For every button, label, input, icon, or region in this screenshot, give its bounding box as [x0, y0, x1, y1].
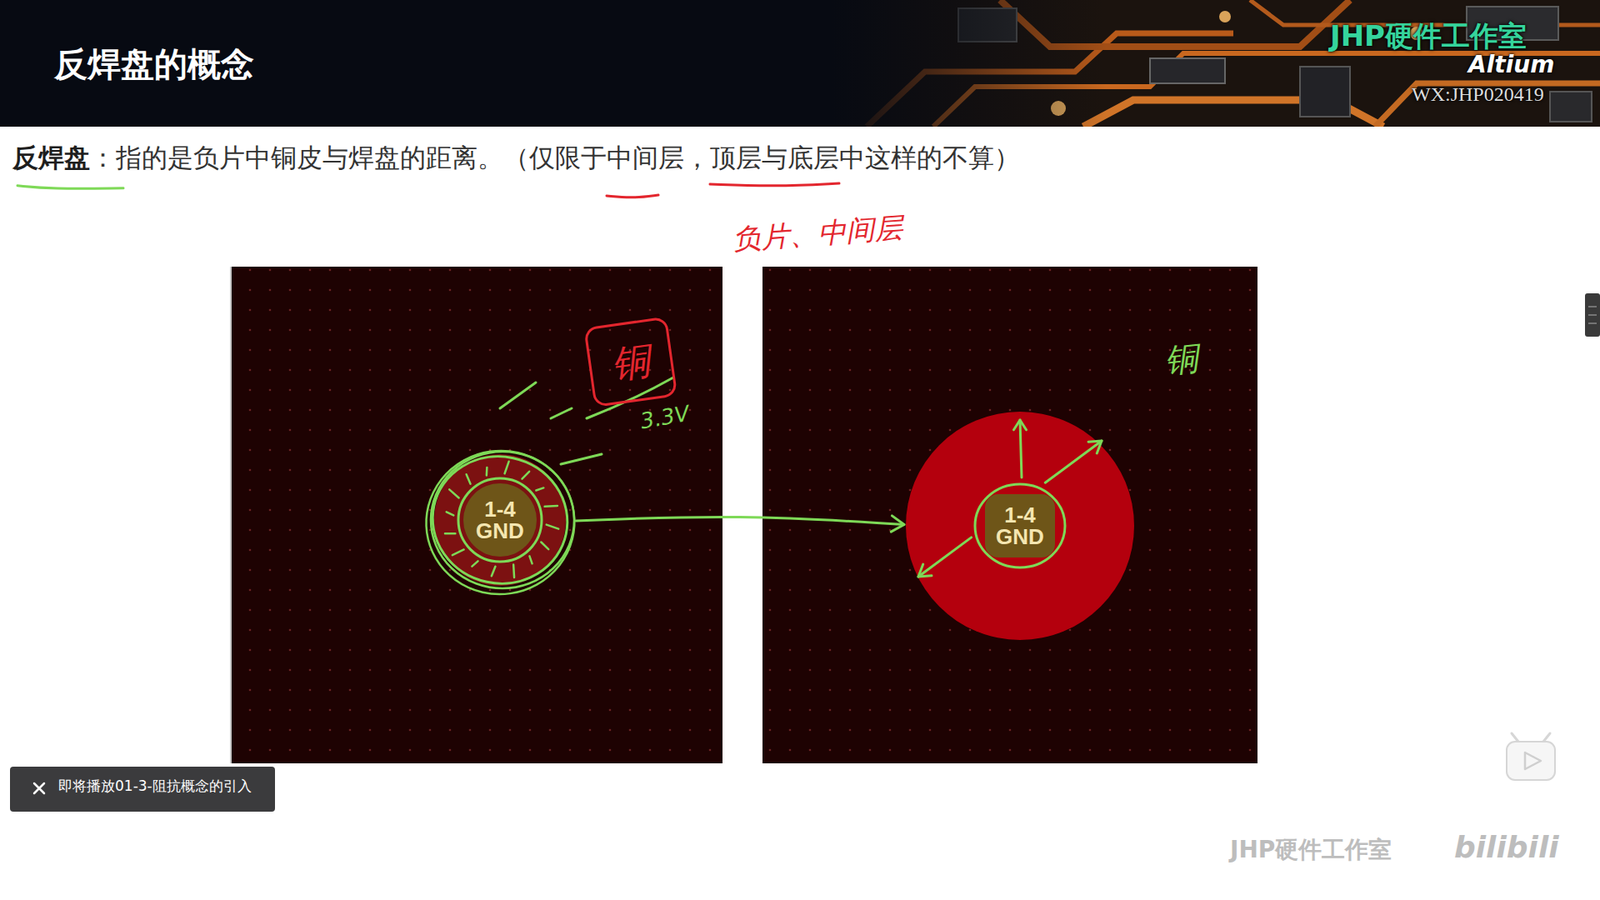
handwritten-hatch	[449, 489, 459, 498]
pcb-photo	[1219, 10, 1231, 23]
copper-plane	[905, 411, 1135, 640]
handwritten-hatch	[512, 565, 515, 578]
popup-bar	[10, 766, 275, 812]
handwritten-hatch	[485, 467, 489, 475]
handwritten-voltage: 3.3V	[638, 400, 692, 435]
play-icon	[1506, 741, 1555, 780]
handwritten-hatch	[546, 525, 559, 530]
pcb-photo	[1550, 91, 1592, 122]
watermark: bilibili	[1454, 828, 1560, 866]
handwritten-strokes	[560, 454, 602, 465]
handwritten-hatch	[466, 474, 471, 484]
pcb-photo	[1300, 66, 1350, 117]
pcb-photo	[831, 0, 1600, 127]
handwritten-arrow-head	[1088, 440, 1102, 454]
pcb-panel-right	[762, 266, 1258, 764]
pad-copper	[463, 483, 537, 557]
watermark: JHP硬件工作室	[1230, 835, 1392, 865]
pad-with-antipad: 1-4GND	[429, 449, 571, 591]
handwritten-strokes	[550, 408, 572, 419]
handwritten-underline	[17, 185, 124, 189]
play-icon	[1511, 733, 1550, 742]
scroll-handle	[1588, 306, 1597, 324]
pad-in-copper: 1-4GND	[905, 411, 1135, 640]
definition-text: ：指的是负片中铜皮与焊盘的距离。（仅限于中间层，顶层与底层中这样的不算）	[90, 141, 1020, 175]
pad-label: 1-4GND	[475, 498, 525, 542]
handwritten-hatch	[529, 555, 532, 564]
pcb-panel-right	[762, 266, 1258, 764]
handwritten-ring	[458, 478, 542, 562]
handwritten-underline	[606, 195, 659, 198]
scroll-handle	[1585, 293, 1600, 337]
handwritten-ring	[420, 444, 580, 596]
handwritten-note: 铜	[1162, 336, 1200, 382]
handwritten-underline	[710, 183, 840, 186]
slide-title: 反焊盘的概念	[54, 43, 255, 85]
handwritten-arrow-head	[1013, 420, 1026, 430]
popup-text: 即将播放01-3-阻抗概念的引入	[58, 777, 252, 795]
pad-text: GND	[995, 525, 1045, 548]
handwritten-arrow	[575, 515, 905, 532]
popup-bar	[10, 766, 275, 812]
handwritten-hatch	[491, 566, 496, 577]
handwritten-ring	[975, 484, 1065, 568]
pcb-panel-left	[230, 266, 723, 764]
handwritten-arrow	[1020, 420, 1022, 478]
pcb-photo	[831, 0, 1107, 127]
header-bar	[0, 0, 1600, 127]
pcb-panel-left	[230, 266, 723, 764]
play-icon	[1525, 752, 1541, 770]
pcb-panel-left	[230, 266, 723, 764]
term-heading: 反焊盘	[12, 141, 90, 175]
handwritten-ring	[416, 440, 584, 604]
handwritten-arrow-head	[890, 515, 905, 532]
header-bar	[0, 0, 1600, 127]
handwritten-hatch	[471, 560, 478, 566]
handwritten-arrow-head	[918, 564, 932, 577]
handwritten-arrow	[918, 537, 972, 577]
pad-label: 1-4GND	[995, 504, 1045, 548]
pad-copper	[985, 494, 1055, 558]
handwritten-note: 铜	[608, 336, 654, 390]
contact-text: WX:JHP020419	[1411, 81, 1545, 107]
handwritten-note: 负片、中间层	[731, 210, 904, 258]
logo-text: JHP硬件工作室	[1330, 18, 1527, 55]
handwritten-arrow-line	[575, 516, 905, 525]
pcb-panel-right	[762, 266, 1258, 764]
brand-text: Altium	[1468, 50, 1555, 80]
pad-text: 1-4	[475, 498, 525, 520]
handwritten-hatch	[446, 511, 455, 515]
handwritten-strokes	[500, 382, 536, 409]
play-icon	[1506, 733, 1555, 780]
handwritten-hatch	[535, 487, 544, 490]
handwritten-hatch	[521, 471, 530, 480]
handwritten-box	[585, 317, 677, 406]
handwritten-hatch	[445, 532, 455, 535]
popup-bar	[34, 783, 45, 794]
scroll-handle	[1585, 293, 1600, 337]
handwritten-arrow	[1045, 440, 1102, 483]
handwritten-hatch	[505, 461, 510, 474]
pad-shape-part	[416, 440, 584, 604]
pcb-photo	[831, 0, 1600, 127]
pad-text: 1-4	[995, 504, 1045, 526]
handwritten-hatch	[452, 549, 465, 555]
pcb-photo	[1150, 58, 1225, 84]
pcb-panel-left	[230, 266, 232, 764]
handwritten-hatch	[540, 541, 549, 550]
pad-shape-part	[905, 411, 1135, 640]
handwritten-hatch	[545, 505, 558, 508]
pad-text: GND	[475, 520, 525, 542]
